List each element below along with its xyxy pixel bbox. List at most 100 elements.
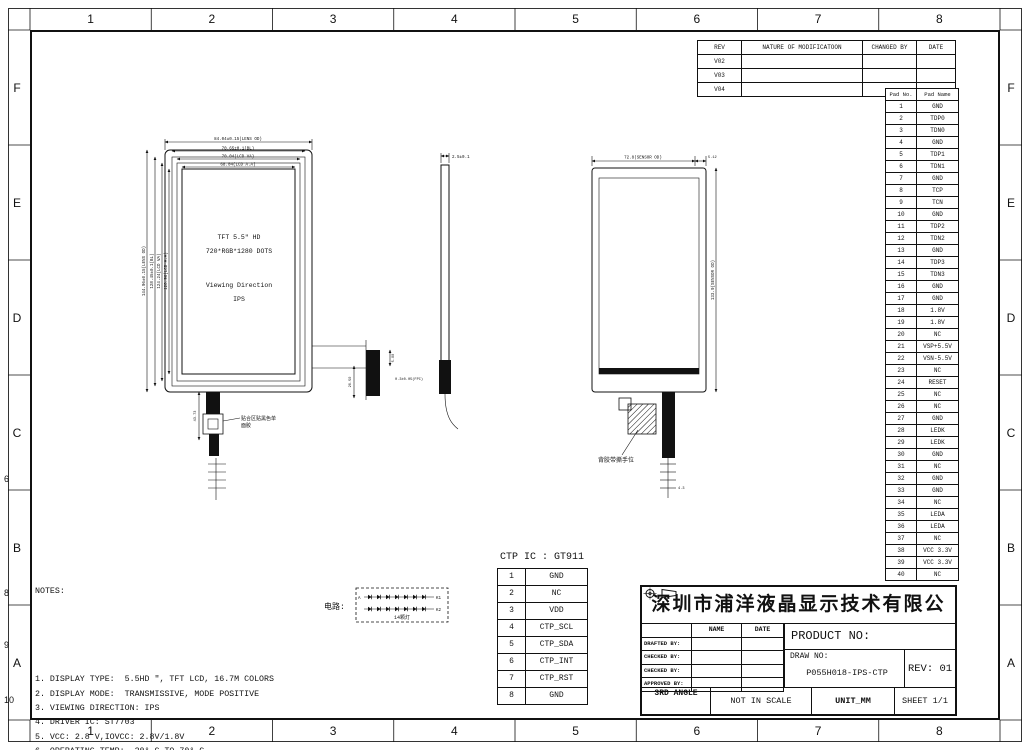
dim-aa-w: 68.04(LCD A.A) [220, 163, 255, 168]
ctp-pin-number-cell: 4 [498, 620, 526, 637]
viewing-direction-text: Viewing Direction [206, 282, 272, 289]
pad-name-cell: NC [917, 365, 959, 377]
pad-name-cell: NC [917, 461, 959, 473]
pad-name-cell: LEDK [917, 437, 959, 449]
dim-fpc-b: 20.50 [349, 377, 353, 388]
pad-number-cell: 17 [886, 293, 917, 305]
pad-name-cell: TDP3 [917, 257, 959, 269]
ctp-pin-number-cell: 5 [498, 637, 526, 654]
sign-name-cell [692, 678, 742, 692]
front-view: TFT 5.5" HD 720*RGB*1280 DOTS Viewing Di… [142, 137, 423, 500]
pad-name-cell: RESET [917, 377, 959, 389]
ctp-pin-name-cell: CTP_RST [526, 671, 588, 688]
sign-name-cell [692, 637, 742, 651]
pad-name-cell: LEDK [917, 425, 959, 437]
pad-number-cell: 29 [886, 437, 917, 449]
dim-side-thickness: 2.5±0.1 [452, 156, 470, 160]
pad-number-cell: 12 [886, 233, 917, 245]
dim-fpc-length: 43.73 [194, 411, 198, 422]
grid-row-label: B [12, 540, 22, 555]
pad-number-cell: 20 [886, 329, 917, 341]
ctp-pin-number-cell: 2 [498, 586, 526, 603]
pad-number-cell: 15 [886, 269, 917, 281]
pad-name-cell: LEDA [917, 521, 959, 533]
ctp-pin-name-cell: GND [526, 569, 588, 586]
projection-angle-label: 3RD ANGLE [654, 689, 698, 698]
scale-cell: NOT IN SCALE [711, 688, 812, 714]
rev-version-cell: V03 [698, 69, 742, 83]
ctp-pin-name-cell: VDD [526, 603, 588, 620]
grid-col-label: 1 [87, 12, 94, 26]
note-line: 5. VCC: 2.8 V,IOVCC: 2.8V/1.8V [35, 732, 185, 742]
edge-fold-mark: 8 [4, 588, 10, 598]
sign-role-cell: CHECKED BY: [642, 664, 692, 678]
grid-row-label: C [1006, 425, 1016, 440]
pad-name-cell: VSN-5.5V [917, 353, 959, 365]
third-angle-symbol-icon [643, 587, 677, 600]
rev-empty-cell [917, 69, 956, 83]
rev-header: NATURE OF MODIFICATOON [742, 41, 863, 55]
dim-lens-od-w: 84.04±0.15(LENS OD) [214, 137, 262, 142]
ctp-pin-table: 1 GND 2 NC 3 VDD 4 CTP_SCL 5 CTP_SDA 6 C… [497, 568, 588, 705]
dim-fpc-thickness: 0.3±0.05(FPC) [395, 377, 423, 382]
pad-number-cell: 34 [886, 497, 917, 509]
dim-lens-od-h: 144.96±0.15(LENS OD) [142, 246, 147, 296]
circuit-anode-label: A [358, 597, 361, 601]
grid-row-label: A [1006, 655, 1016, 670]
dim-back-top-right: 5.12 [708, 156, 717, 160]
pad-number-cell: 18 [886, 305, 917, 317]
pad-number-cell: 19 [886, 317, 917, 329]
notes-title: NOTES: [35, 586, 65, 596]
pad-name-cell: TDN3 [917, 269, 959, 281]
rev-empty-cell [742, 55, 863, 69]
dim-sensor-od-w: 72.8(SENSOR OD) [624, 156, 662, 161]
sign-role-cell: APPROVED BY: [642, 678, 692, 692]
ips-text: IPS [233, 296, 245, 303]
pad-number-cell: 13 [886, 245, 917, 257]
pad-number-cell: 5 [886, 149, 917, 161]
rev-version-cell: V02 [698, 55, 742, 69]
grid-col-label: 4 [451, 724, 458, 738]
pad-number-cell: 4 [886, 137, 917, 149]
edge-fold-mark: 9 [4, 640, 10, 650]
pad-name-cell: TCN [917, 197, 959, 209]
grid-col-label: 2 [208, 724, 216, 738]
dim-bl-w: 70.65±0.1(BL) [222, 147, 255, 152]
ctp-pin-number-cell: 3 [498, 603, 526, 620]
pad-number-cell: 10 [886, 209, 917, 221]
inner-border [30, 30, 1000, 720]
product-no-label: PRODUCT NO: [785, 624, 955, 650]
date-header: DATE [742, 624, 784, 638]
unit-cell: UNIT_MM [812, 688, 895, 714]
grid-row-label: C [12, 425, 22, 440]
grid-col-label: 5 [572, 12, 579, 26]
ctp-pin-name-cell: NC [526, 586, 588, 603]
title-block: 深圳市浦洋液晶显示技术有限公司 NAME DATE DRAFTED BY: CH… [640, 585, 957, 716]
dim-aa-h: 120.96(LCD A.A) [164, 252, 169, 290]
pad-name-cell: TDN0 [917, 125, 959, 137]
draw-no-label: DRAW NO: [790, 652, 829, 661]
revision-table: REV NATURE OF MODIFICATOON CHANGED BY DA… [697, 40, 956, 97]
sign-role-cell: DRAFTED BY: [642, 637, 692, 651]
note-line: 6. OPERATING TEMP: -20° C TO 70° C [35, 745, 274, 750]
pad-name-cell: LEDA [917, 509, 959, 521]
pad-name-cell: GND [917, 209, 959, 221]
pad-number-cell: 38 [886, 545, 917, 557]
pad-table-header: Pad Name [917, 89, 959, 101]
grid-col-label: 1 [87, 724, 94, 738]
pad-number-cell: 33 [886, 485, 917, 497]
adhesive-note-line1: 贴合区贴黑色单 [241, 415, 276, 422]
ctp-pin-name-cell: CTP_INT [526, 654, 588, 671]
grid-row-label: F [1007, 80, 1015, 95]
dim-bl-h: 128.45±0.1(BL) [150, 253, 155, 288]
grid-col-label: 3 [329, 12, 337, 26]
pad-name-cell: GND [917, 281, 959, 293]
panel-type-text: TFT 5.5" HD [218, 234, 261, 241]
pad-number-cell: 23 [886, 365, 917, 377]
pad-number-cell: 7 [886, 173, 917, 185]
pad-name-cell: TDP2 [917, 221, 959, 233]
dim-sensor-od-h: 133.9(SENSOR OD) [711, 260, 716, 300]
rev-empty-cell [742, 69, 863, 83]
rev-empty-cell [863, 55, 917, 69]
grid-col-label: 2 [208, 12, 216, 26]
